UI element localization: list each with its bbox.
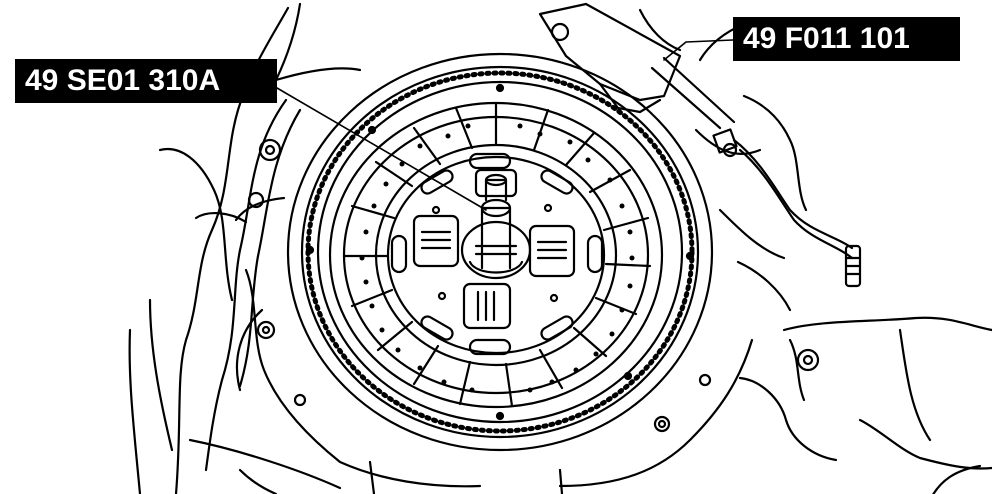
left-hose	[204, 67, 362, 472]
hydraulic-line	[732, 138, 862, 288]
engine-housing-outline	[128, 2, 992, 494]
damper-springs	[412, 168, 576, 330]
tool-callout-left: 49 SE01 310A	[15, 59, 277, 103]
ring-gear-lock-tool	[538, 2, 738, 154]
clutch-alignment-tool	[460, 173, 532, 280]
tool-callout-right: 49 F011 101	[733, 17, 960, 61]
clutch-disc	[328, 101, 664, 409]
leader-lines	[276, 39, 734, 211]
flywheel	[286, 52, 714, 452]
